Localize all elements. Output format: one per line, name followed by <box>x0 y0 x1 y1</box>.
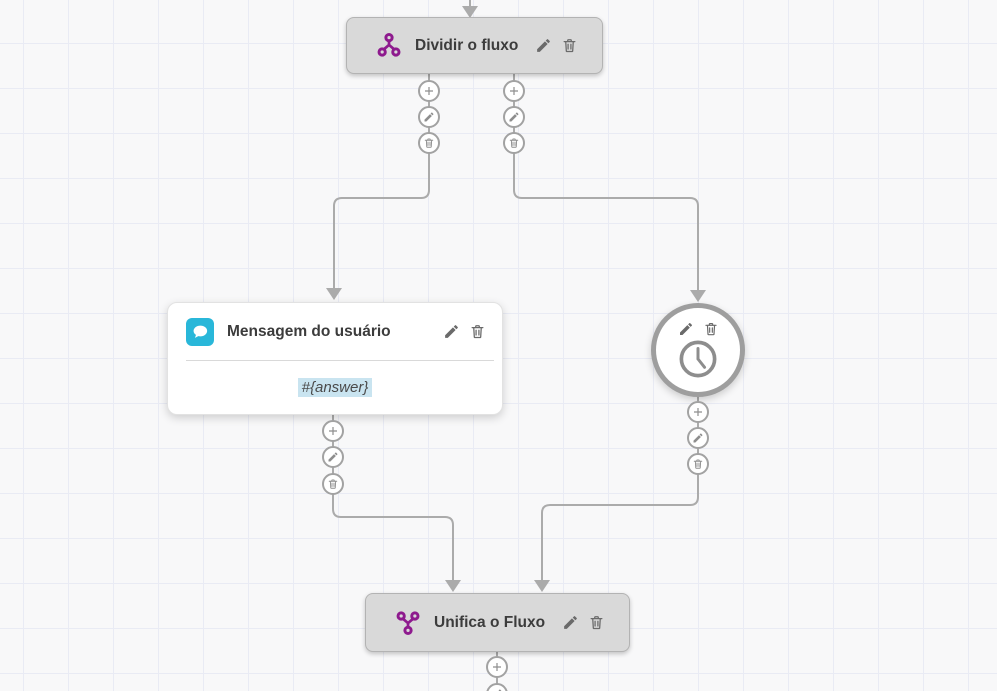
node-title: Unifica o Fluxo <box>434 613 546 631</box>
plus-icon <box>493 663 501 671</box>
plus-icon <box>694 408 702 416</box>
edit-button[interactable] <box>503 106 525 128</box>
plus-icon <box>425 87 433 95</box>
edit-pencil-icon <box>509 112 519 122</box>
edit-pencil-icon <box>693 433 703 443</box>
edit-button[interactable] <box>687 427 709 449</box>
add-button[interactable] <box>322 420 344 442</box>
connector-split-to-timer <box>513 74 699 290</box>
edit-pencil-icon <box>328 452 338 462</box>
trash-icon[interactable] <box>561 37 578 54</box>
delete-button[interactable] <box>322 473 344 495</box>
connector-timer-to-merge <box>541 397 699 580</box>
add-button[interactable] <box>503 80 525 102</box>
trash-icon <box>693 459 703 469</box>
edit-button[interactable] <box>418 106 440 128</box>
node-title: Dividir o fluxo <box>415 36 519 54</box>
node-user-message[interactable]: Mensagem do usuário #{answer} <box>167 302 503 415</box>
trash-icon <box>509 138 519 148</box>
delete-button[interactable] <box>418 132 440 154</box>
delete-button[interactable] <box>687 453 709 475</box>
clock-icon <box>677 338 719 380</box>
plus-icon <box>510 87 518 95</box>
connector-split-to-message <box>333 74 430 288</box>
chat-bubble-icon <box>186 317 214 346</box>
merge-flow-icon <box>394 609 421 636</box>
edit-pencil-icon[interactable] <box>443 323 460 340</box>
arrow-down-icon <box>445 580 461 592</box>
trash-icon[interactable] <box>469 323 486 340</box>
edit-pencil-icon[interactable] <box>678 321 694 337</box>
add-button[interactable] <box>687 401 709 423</box>
arrow-down-icon <box>326 288 342 300</box>
arrow-down-icon <box>690 290 706 302</box>
plus-icon <box>329 427 337 435</box>
arrow-down-icon <box>534 580 550 592</box>
arrow-down-icon <box>462 6 478 18</box>
edit-button[interactable] <box>322 446 344 468</box>
node-split-flow[interactable]: Dividir o fluxo <box>346 17 603 74</box>
connector-message-to-merge <box>332 415 454 580</box>
add-button[interactable] <box>418 80 440 102</box>
delete-button[interactable] <box>503 132 525 154</box>
node-merge-flow[interactable]: Unifica o Fluxo <box>365 593 630 652</box>
add-button[interactable] <box>486 656 508 678</box>
trash-icon[interactable] <box>588 614 605 631</box>
edit-pencil-icon[interactable] <box>562 614 579 631</box>
split-flow-icon <box>375 32 402 59</box>
trash-icon <box>328 479 338 489</box>
trash-icon[interactable] <box>703 321 719 337</box>
edit-pencil-icon <box>424 112 434 122</box>
node-title: Mensagem do usuário <box>227 322 391 340</box>
edit-pencil-icon[interactable] <box>535 37 552 54</box>
node-timer[interactable] <box>651 303 745 397</box>
answer-variable: #{answer} <box>297 378 373 397</box>
trash-icon <box>424 138 434 148</box>
card-divider <box>186 360 494 361</box>
